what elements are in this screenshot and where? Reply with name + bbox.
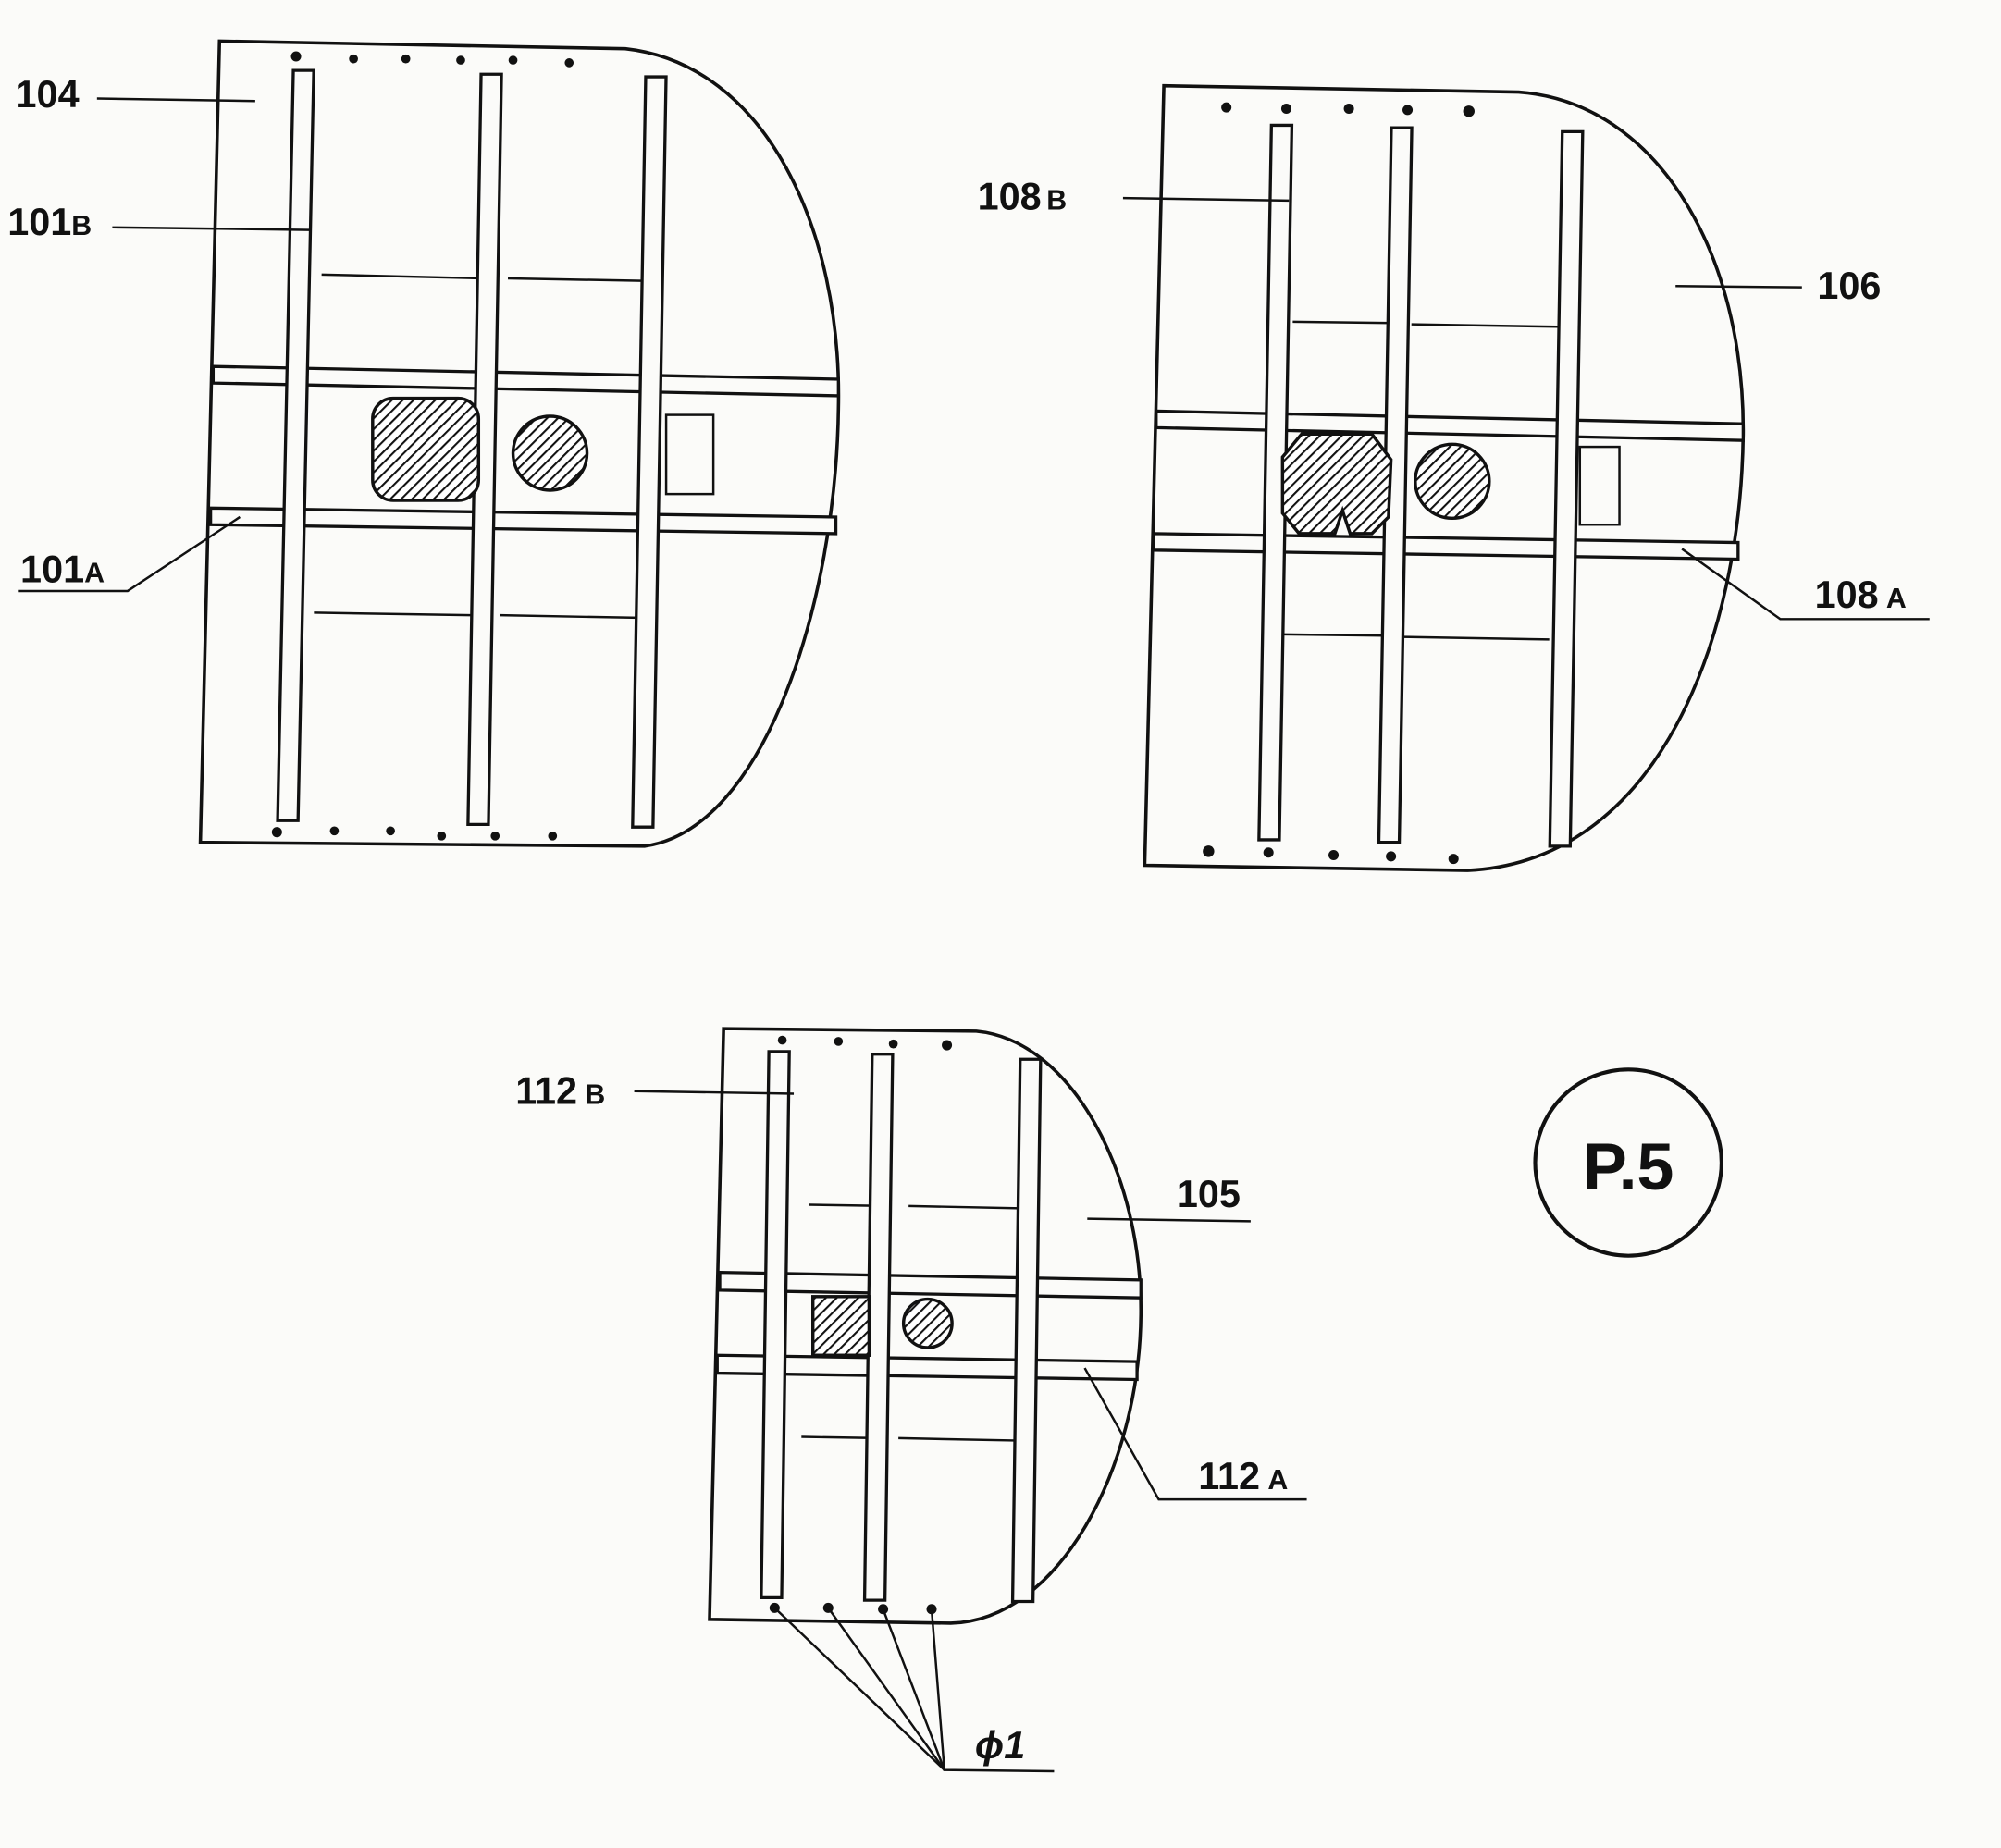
square-hatched-part [371,396,481,502]
round-hatched-part [511,414,589,492]
page-label: P.5 [1533,1067,1723,1258]
label-104: 104 [16,73,80,116]
label-106: 106 [1817,265,1881,307]
label-phi1: ϕ1 [975,1724,1025,1767]
square-hatched-part [810,1295,871,1357]
round-hatched-part [1414,442,1491,521]
panel-104: 104 101B 101A [7,39,841,848]
square-hatched-part [1280,432,1393,536]
page-label-text: P.5 [1583,1130,1674,1204]
label-101B: 101B [7,201,92,243]
label-101A: 101A [20,548,105,590]
label-105: 105 [1177,1173,1241,1215]
round-hatched-part [901,1297,954,1349]
